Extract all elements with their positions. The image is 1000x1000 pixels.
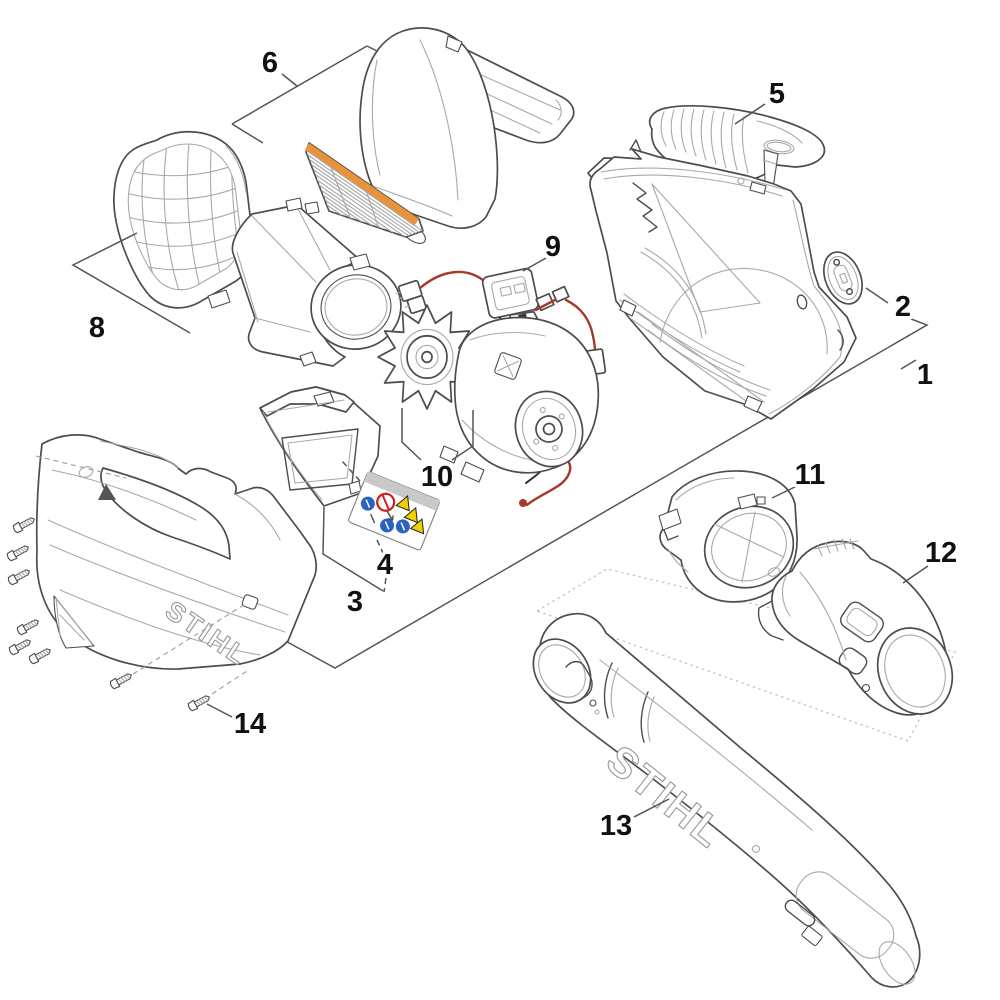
part-6-top-cover — [359, 27, 575, 229]
warning-triangle-icon — [395, 495, 425, 535]
grille-mesh — [128, 144, 241, 290]
callout-2[interactable]: 2 — [891, 288, 914, 327]
callout-6[interactable]: 6 — [258, 44, 281, 83]
callout-1[interactable]: 1 — [913, 356, 936, 395]
part-11-tube-collar — [658, 470, 798, 603]
screw — [186, 692, 212, 713]
callout-10[interactable]: 10 — [417, 458, 456, 497]
filter-orange-band — [305, 143, 419, 226]
part-4-safety-label — [348, 471, 441, 551]
dotted-reference-outline — [535, 568, 956, 742]
callout-14[interactable]: 14 — [230, 705, 269, 744]
part-12-nozzle-cone — [757, 538, 954, 716]
part-1-housing-right-half — [587, 139, 857, 420]
part-6-filter-screen — [305, 142, 426, 244]
screw — [7, 636, 33, 657]
leader-lines — [71, 45, 929, 818]
housing-warning-triangle-icon — [98, 484, 116, 500]
motor-face — [514, 390, 584, 468]
screw — [108, 670, 134, 691]
part-2-oval-cover — [823, 251, 863, 305]
callout-12[interactable]: 12 — [921, 534, 960, 573]
screw — [11, 514, 37, 535]
fan-wheel — [377, 304, 477, 410]
sticker-band — [363, 471, 441, 511]
screw — [6, 566, 32, 587]
screw — [15, 616, 41, 637]
callout-5[interactable]: 5 — [765, 75, 788, 114]
callout-3[interactable]: 3 — [343, 583, 366, 622]
part-8-intake-grille — [113, 130, 259, 309]
callout-4[interactable]: 4 — [373, 546, 396, 585]
callout-11[interactable]: 11 — [791, 456, 829, 495]
callout-9[interactable]: 9 — [541, 228, 564, 267]
screw — [5, 542, 31, 563]
callout-8[interactable]: 8 — [85, 309, 108, 348]
part-10-motor-and-fan — [377, 304, 600, 483]
housing-left-half: STIHL — [35, 434, 317, 673]
callout-13[interactable]: 13 — [596, 807, 635, 846]
fan-volute-housing — [231, 197, 402, 367]
screw — [27, 645, 53, 666]
screw-axis-lines — [35, 455, 248, 695]
callout-1-bracket — [279, 313, 929, 669]
part-3-intake-duct — [259, 386, 381, 507]
